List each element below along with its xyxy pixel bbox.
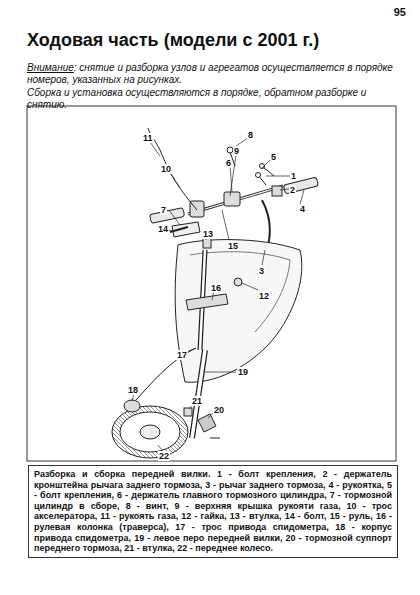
callout-number: 8	[247, 130, 254, 140]
callout-number: 14	[157, 224, 169, 234]
callout-number: 11	[142, 133, 154, 143]
warning-word: Внимание	[27, 62, 74, 73]
callout-number: 19	[237, 367, 249, 377]
callout-number: 13	[202, 229, 214, 239]
note-text: Сборка и установка осуществляются в поря…	[27, 87, 397, 111]
callout-number: 17	[176, 350, 188, 360]
callout-number: 18	[127, 385, 139, 395]
callout-number: 5	[270, 152, 277, 162]
callout-number: 20	[213, 405, 225, 415]
callout-number: 4	[299, 204, 306, 214]
callout-number: 3	[258, 266, 265, 276]
callout-number: 22	[158, 451, 170, 461]
callout-number: 2	[289, 185, 296, 195]
callout-number: 10	[160, 164, 172, 174]
note-paragraph: Внимание: снятие и разборка узлов и агре…	[27, 62, 397, 86]
callout-number: 16	[210, 283, 222, 293]
callout-number: 12	[258, 291, 270, 301]
note-text: : снятие и разборка узлов и агрегатов ос…	[27, 62, 393, 85]
callout-number: 21	[191, 396, 203, 406]
callout-number: 9	[233, 146, 240, 156]
page-number: 95	[394, 6, 406, 18]
callout-number: 15	[227, 241, 239, 251]
callout-number: 7	[160, 205, 167, 215]
page-title: Ходовая часть (модели с 2001 г.)	[27, 30, 319, 51]
callout-number: 1	[290, 171, 297, 181]
figure-caption: Разборка и сборка передней вилки. 1 - бо…	[28, 465, 398, 558]
callout-number: 6	[225, 158, 232, 168]
